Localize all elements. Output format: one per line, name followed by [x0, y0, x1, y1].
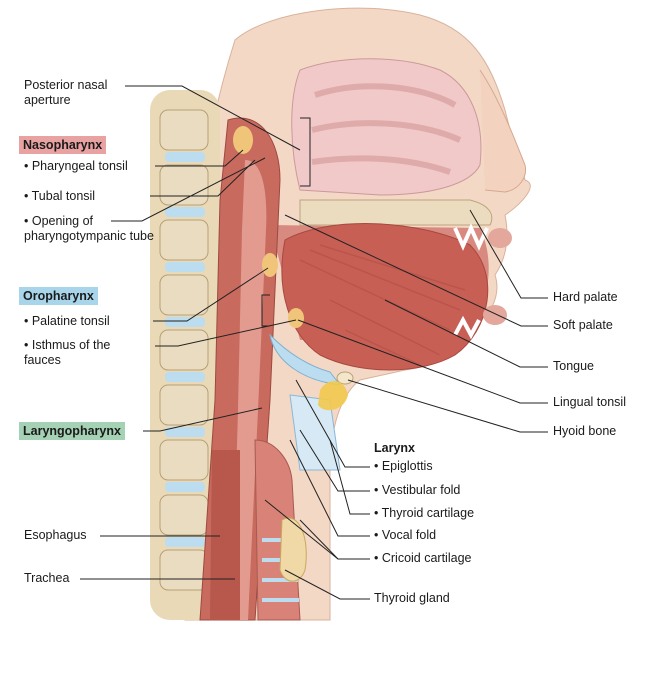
- label-epiglottis: • Epiglottis: [374, 459, 433, 473]
- label-oropharynx: Oropharynx: [19, 287, 98, 305]
- label-thyroid-gland: Thyroid gland: [374, 591, 450, 605]
- label-nasopharynx: Nasopharynx: [19, 136, 107, 154]
- teeth: [453, 223, 489, 340]
- vertebrae: [159, 109, 209, 591]
- label-cricoid-cartilage: • Cricoid cartilage: [374, 551, 472, 565]
- label-posterior-nasal-aperture: Posterior nasal aperture: [24, 78, 108, 107]
- label-tubal-tonsil: • Tubal tonsil: [24, 189, 96, 203]
- label-esophagus: Esophagus: [24, 528, 87, 542]
- hyoid-shape: [336, 371, 354, 385]
- nasal-conchae: [311, 83, 462, 175]
- label-palatine-tonsil: • Palatine tonsil: [24, 314, 110, 328]
- palatine-tonsil-shape: [262, 253, 278, 277]
- label-larynx: Larynx: [374, 441, 415, 455]
- label-thyroid-cartilage: • Thyroid cartilage: [374, 506, 475, 520]
- label-tongue: Tongue: [553, 359, 595, 373]
- lower-lip: [483, 305, 507, 325]
- label-trachea: Trachea: [24, 571, 70, 585]
- label-laryngopharynx: Laryngopharynx: [19, 422, 125, 440]
- label-opening-pharyngotympanic-tube: • Opening of pharyngotympanic tube: [24, 214, 154, 243]
- pharyngeal-tonsil-shape: [233, 126, 253, 154]
- tongue-fibers: [299, 244, 466, 366]
- thyroid-gland-shape: [279, 517, 307, 582]
- fat-pad: [318, 380, 348, 411]
- label-vestibular-fold: • Vestibular fold: [374, 483, 461, 497]
- label-pharyngeal-tonsil: • Pharyngeal tonsil: [24, 159, 128, 173]
- thyroid-cartilage-shape: [289, 394, 341, 471]
- hard-palate-bone: [299, 199, 493, 226]
- nose: [479, 69, 527, 193]
- label-soft-palate: Soft palate: [553, 318, 613, 332]
- label-hyoid-bone: Hyoid bone: [553, 424, 617, 438]
- lingual-tonsil-shape: [288, 308, 304, 328]
- label-isthmus-of-fauces: • Isthmus of the fauces: [24, 338, 111, 367]
- label-vocal-fold: • Vocal fold: [374, 528, 437, 542]
- esophagus-tube: [210, 450, 240, 620]
- label-lingual-tonsil: Lingual tonsil: [553, 395, 626, 409]
- upper-lip: [488, 228, 512, 248]
- leader-lines: [80, 85, 548, 600]
- intervertebral-discs: [165, 152, 205, 547]
- label-hard-palate: Hard palate: [553, 290, 618, 304]
